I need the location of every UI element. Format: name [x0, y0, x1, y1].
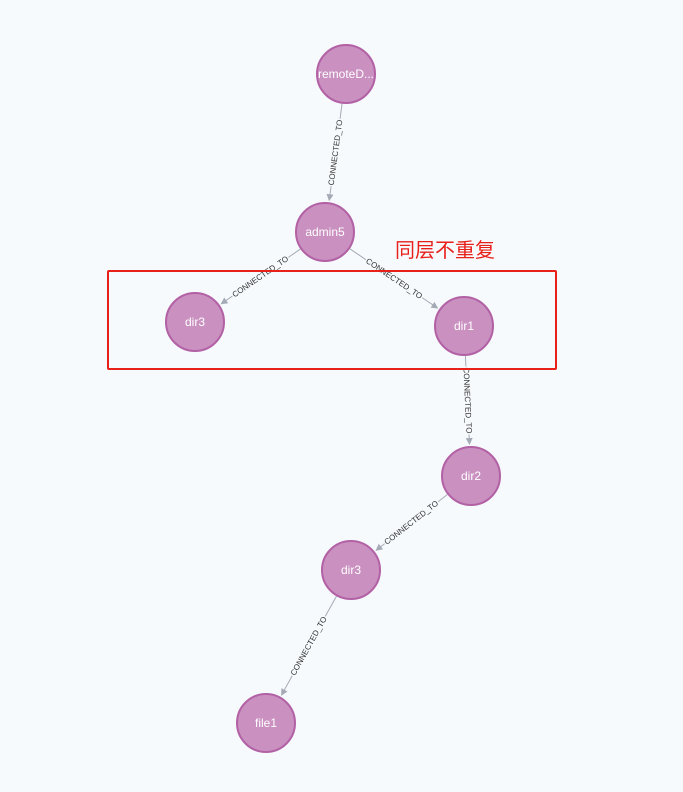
- node-circle[interactable]: [441, 446, 501, 506]
- graph-node-dir3[interactable]: dir3: [165, 292, 225, 352]
- node-circle[interactable]: [236, 693, 296, 753]
- relationship-line: [349, 248, 367, 261]
- relationship-line: [437, 494, 448, 503]
- relationship-6[interactable]: CONNECTED_TO: [281, 595, 337, 696]
- annotation-label: 同层不重复: [395, 238, 495, 262]
- graph-node-dir1[interactable]: dir1: [434, 296, 494, 356]
- arrowhead-icon: [375, 543, 384, 551]
- relationship-layer: CONNECTED_TO CONNECTED_TO CONNECTED_TO CONN…: [220, 103, 474, 696]
- highlight-box: [107, 270, 557, 370]
- node-label: file1: [255, 716, 277, 730]
- arrowhead-icon: [326, 193, 334, 202]
- node-layer: remoteD... admin5 dir3 dir1 dir2 dir3 file1: [165, 44, 501, 753]
- node-circle[interactable]: [434, 296, 494, 356]
- node-circle[interactable]: [316, 44, 376, 104]
- arrowhead-icon: [430, 301, 439, 309]
- node-circle[interactable]: [295, 202, 355, 262]
- graph-node-dir3[interactable]: dir3: [321, 540, 381, 600]
- arrowhead-icon: [465, 437, 473, 446]
- graph-node-dir2[interactable]: dir2: [441, 446, 501, 506]
- node-label: dir3: [341, 563, 361, 577]
- relationship-label: CONNECTED_TO: [461, 367, 473, 433]
- graph-node-admin5[interactable]: admin5: [295, 202, 355, 262]
- node-label: dir2: [461, 469, 481, 483]
- relationship-label: CONNECTED_TO: [289, 615, 329, 677]
- arrowhead-icon: [281, 688, 288, 696]
- node-circle[interactable]: [321, 540, 381, 600]
- relationship-1[interactable]: CONNECTED_TO: [326, 103, 345, 202]
- node-label: dir1: [454, 319, 474, 333]
- node-label: admin5: [305, 225, 345, 239]
- node-label: dir3: [185, 315, 205, 329]
- relationship-label: CONNECTED_TO: [327, 119, 345, 186]
- node-circle[interactable]: [165, 292, 225, 352]
- relationship-label: CONNECTED_TO: [383, 499, 441, 547]
- relationship-line: [421, 297, 435, 307]
- relationship-5[interactable]: CONNECTED_TO: [375, 494, 448, 551]
- relationship-line: [283, 675, 293, 692]
- relationship-line: [288, 248, 301, 258]
- arrowhead-icon: [220, 297, 229, 305]
- graph-node-file1[interactable]: file1: [236, 693, 296, 753]
- relationship-line: [339, 103, 343, 119]
- relationship-line: [324, 595, 337, 617]
- relationship-4[interactable]: CONNECTED_TO: [461, 355, 474, 446]
- node-label: remoteD...: [318, 67, 374, 81]
- graph-node-remoted[interactable]: remoteD...: [316, 44, 376, 104]
